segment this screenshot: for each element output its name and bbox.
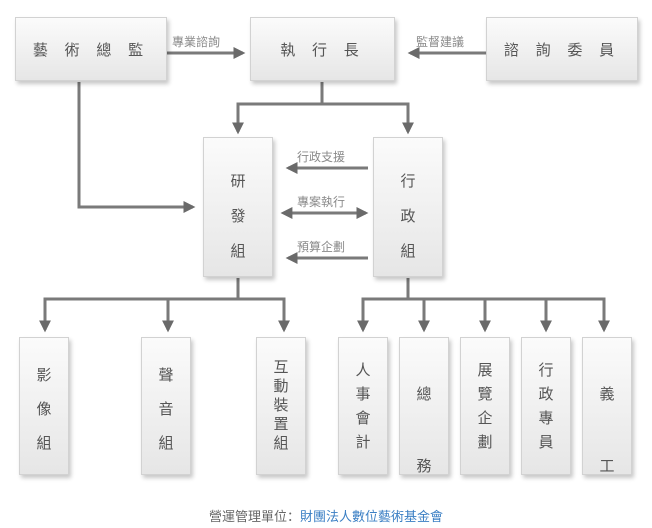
volunteer-label: 義工 [599,385,615,475]
rnd-label: 研發組 [230,172,246,260]
admin-specialist-box: 行政專員 [521,337,571,475]
admin-specialist-label: 行政專員 [538,361,554,451]
supervise-label: 監督建議 [416,35,465,49]
director-label: 藝 術 總 監 [32,41,150,59]
hr-accounting-box: 人事會計 [338,337,388,475]
footer-org-link[interactable]: 財團法人數位藝術基金會 [300,510,444,525]
footer: 營運管理單位：財團法人數位藝術基金會 [0,506,652,525]
advisors-label: 諮 詢 委 員 [503,41,621,59]
rnd-branch [39,278,240,333]
sound-team-box: 聲音組 [141,337,191,475]
volunteer-box: 義工 [582,337,632,475]
rnd-box: 研發組 [203,137,273,277]
ceo-branch-right [322,102,414,135]
admin-box: 行政組 [373,137,443,277]
exhibition-planning-label: 展覽企劃 [477,361,493,451]
project-exec-label: 專案執行 [297,195,346,209]
admin-label: 行政組 [400,172,416,260]
interactive-team-label: 互動裝置組 [273,358,289,452]
video-team-box: 影像組 [19,337,69,475]
footer-label: 營運管理單位： [208,510,300,525]
budget-plan-label: 預算企劃 [297,240,346,254]
exhibition-planning-box: 展覽企劃 [460,337,510,475]
ceo-box: 執 行 長 [250,17,395,81]
consult-label: 專業諮詢 [172,35,221,49]
general-affairs-label: 總務 [416,385,432,475]
ceo-label: 執 行 長 [280,41,365,59]
ceo-branch [232,82,324,135]
hr-accounting-label: 人事會計 [355,361,371,451]
general-affairs-box: 總務 [399,337,449,475]
advisors-box: 諮 詢 委 員 [486,17,638,81]
interactive-team-box: 互動裝置組 [256,337,306,475]
video-team-label: 影像組 [36,366,52,452]
sound-team-label: 聲音組 [158,366,174,452]
admin-support-label: 行政支援 [297,150,346,164]
director-to-rnd [77,82,196,213]
director-box: 藝 術 總 監 [15,17,167,81]
admin-branch [357,278,410,333]
